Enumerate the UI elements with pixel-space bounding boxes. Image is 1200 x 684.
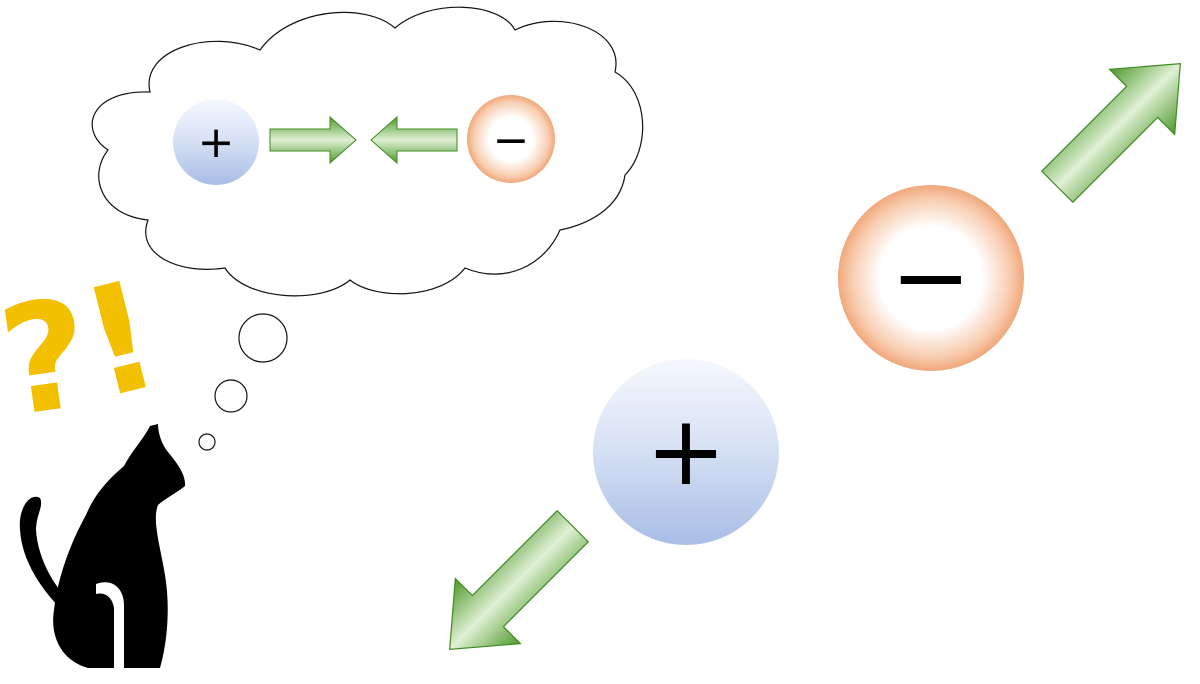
right-arrow-icon: [269, 115, 357, 165]
thought-bubble-small: [198, 433, 216, 451]
thought-positive-charge: +: [173, 99, 259, 185]
left-arrow-icon: [370, 115, 458, 165]
negative-sign: −: [891, 221, 971, 333]
thought-negative-charge: −: [467, 95, 555, 183]
thought-cloud-outline: [91, 6, 644, 297]
cat-silhouette-icon: [19, 424, 186, 668]
down-left-arrow-icon: [449, 509, 590, 650]
thought-negative-sign: −: [493, 115, 530, 166]
positive-sign: +: [646, 395, 726, 507]
thought-cloud: + −: [91, 6, 644, 451]
thought-bubble-large: [238, 313, 288, 363]
up-right-arrow-icon: [1040, 63, 1181, 204]
negative-charge: −: [838, 185, 1024, 371]
thought-positive-sign: +: [198, 117, 235, 168]
question-exclamation-mark: ? !: [0, 248, 175, 451]
thought-bubble-medium: [214, 379, 248, 413]
positive-charge: +: [593, 359, 779, 545]
